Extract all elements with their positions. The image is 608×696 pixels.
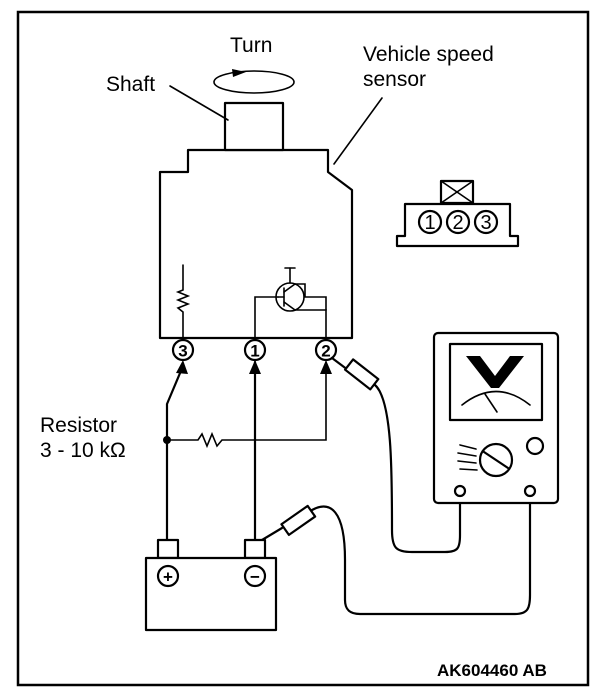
meter-display — [448, 342, 544, 422]
sensor-label-line2: sensor — [363, 68, 426, 91]
sensor-pin-1: 1 — [243, 338, 267, 362]
sensor-leader-line — [333, 97, 383, 165]
probe-pin2 — [343, 358, 380, 391]
probe-battery-negative — [280, 504, 317, 537]
vehicle-speed-sensor — [158, 101, 354, 341]
sensor-pin-3: 3 — [171, 338, 195, 362]
meter-v-symbol — [466, 356, 524, 388]
external-resistor-icon — [166, 361, 327, 449]
sensor-connector: 1 2 3 — [395, 179, 520, 248]
transistor-icon — [254, 267, 327, 341]
meter-terminal-negative — [523, 484, 537, 498]
shaft-leader-line — [169, 85, 229, 121]
battery-positive-label: + — [163, 568, 173, 587]
battery-negative-label: − — [250, 568, 260, 587]
sensor-housing — [158, 148, 354, 340]
meter-terminal-positive — [453, 484, 467, 498]
connector-pin-2: 2 — [452, 212, 463, 234]
wire-probe-to-meter-positive — [373, 383, 462, 554]
turn-label: Turn — [230, 34, 272, 57]
meter-scale — [461, 390, 531, 406]
battery: + − — [144, 538, 278, 632]
connector-pin-1: 1 — [424, 212, 435, 234]
sensor-shaft — [223, 101, 285, 152]
sensor-label-line1: Vehicle speed — [363, 43, 494, 66]
rotation-arrow-icon — [213, 69, 295, 94]
wire-probe-to-meter-negative — [310, 492, 532, 616]
meter-needle — [484, 393, 498, 413]
resistor-label-line2: 3 - 10 kΩ — [40, 439, 126, 462]
figure-frame — [16, 10, 590, 687]
meter-dial-icon — [457, 442, 514, 478]
voltmeter — [432, 331, 560, 505]
wire-pin3-to-battery-positive — [165, 364, 185, 542]
wiring — [163, 356, 532, 616]
resistor-label-line1: Resistor — [40, 414, 117, 437]
figure-code: AK604460 AB — [437, 661, 547, 680]
meter-button-icon — [525, 436, 545, 456]
shaft-label: Shaft — [106, 73, 155, 96]
svg-text:3: 3 — [178, 342, 187, 361]
connector-pin-3: 3 — [480, 212, 491, 234]
svg-text:1: 1 — [250, 342, 259, 361]
internal-resistor-icon — [175, 264, 191, 341]
svg-text:2: 2 — [321, 342, 330, 361]
